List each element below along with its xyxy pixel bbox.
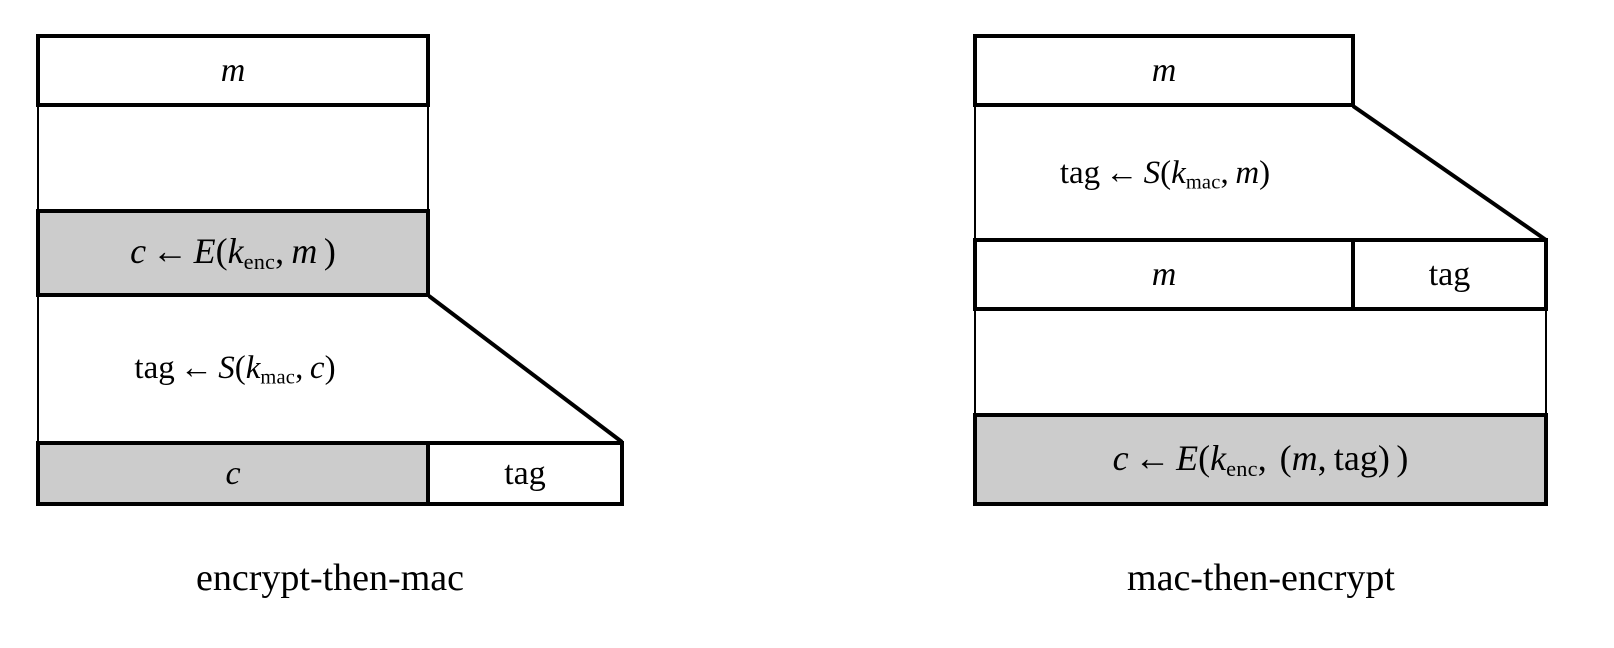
- left-caption: encrypt-then-mac: [0, 556, 660, 600]
- right-middle-tag-label: tag: [1428, 255, 1471, 293]
- right-caption: mac-then-encrypt: [946, 556, 1576, 600]
- left-rail-upper-left: [37, 105, 39, 213]
- right-middle-tag-box: tag: [1351, 238, 1548, 311]
- right-middle-message-box: m: [973, 238, 1355, 311]
- right-rail-lower-right: [1545, 309, 1547, 415]
- left-diagonal-connector: [427, 294, 624, 444]
- left-diagram-encrypt-then-mac: m c←E(kenc, m) tag←S(kmac, c) c tag: [0, 0, 700, 648]
- right-mac-step-text: tag←S(kmac, m): [1059, 155, 1271, 194]
- left-mac-step-label: tag←S(kmac, c): [40, 315, 430, 425]
- left-result-ciphertext-box: c: [36, 441, 430, 506]
- left-rail-upper-right: [427, 105, 429, 213]
- left-result-ciphertext-label: c: [225, 454, 241, 492]
- right-encrypt-box-label: c←E(kenc,(m, tag)): [1112, 437, 1409, 482]
- left-mac-step-text: tag←S(kmac, c): [134, 350, 336, 389]
- right-middle-message-label: m: [1151, 255, 1177, 293]
- left-encrypt-box-label: c←E(kenc, m): [130, 231, 336, 275]
- left-encrypt-box: c←E(kenc, m): [36, 209, 430, 297]
- right-rail-upper-left: [974, 105, 976, 238]
- left-result-tag-label: tag: [504, 454, 546, 492]
- right-top-box-message: m: [973, 34, 1355, 107]
- left-rail-lower-left: [37, 295, 39, 443]
- right-mac-step-label: tag←S(kmac, m): [975, 125, 1355, 225]
- right-encrypt-box: c←E(kenc,(m, tag)): [973, 413, 1548, 506]
- left-result-tag-box: tag: [426, 441, 624, 506]
- left-caption-text: encrypt-then-mac: [196, 557, 464, 599]
- right-rail-lower-left: [974, 309, 976, 415]
- left-top-box-message: m: [36, 34, 430, 107]
- right-top-box-label: m: [1151, 51, 1177, 89]
- right-diagonal-connector: [1351, 104, 1548, 242]
- right-caption-text: mac-then-encrypt: [1127, 557, 1395, 599]
- left-top-box-label: m: [220, 51, 246, 89]
